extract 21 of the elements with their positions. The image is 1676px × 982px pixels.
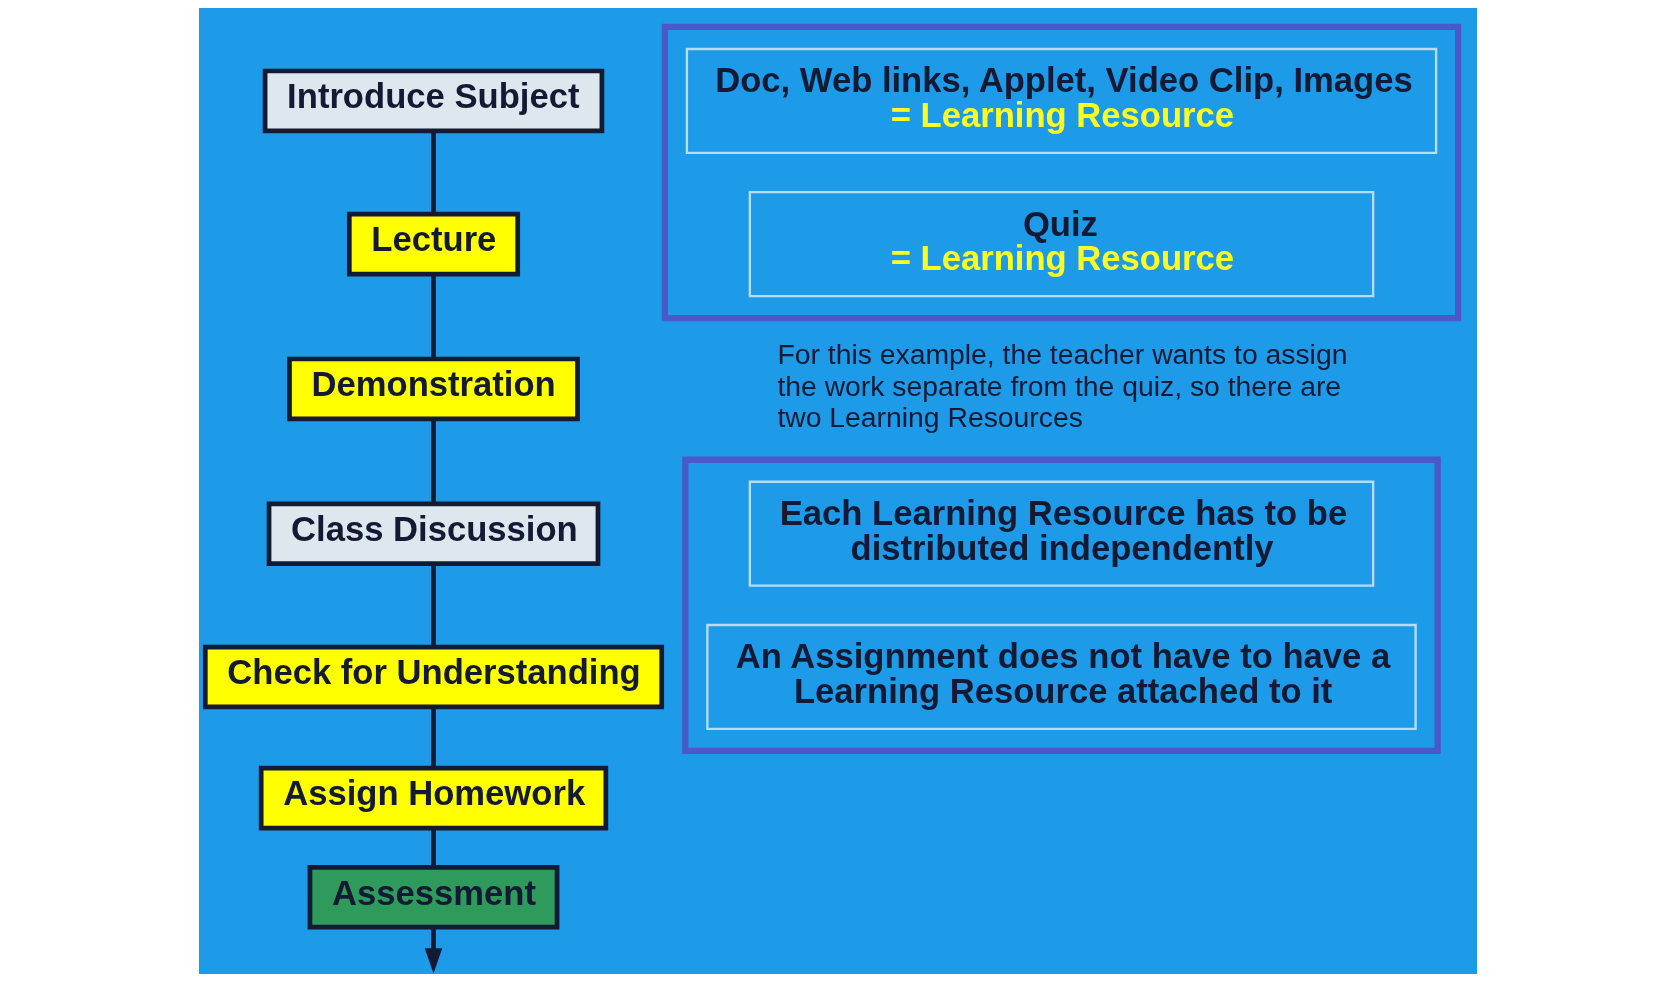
arrow — [424, 927, 443, 974]
node-box: Quiz = Learning Resource — [748, 191, 1375, 298]
connector — [431, 828, 436, 867]
node-box: Assign Homework — [258, 765, 609, 831]
connector — [431, 274, 436, 359]
node-box: Check for Understanding — [202, 644, 665, 710]
cluster — [661, 23, 1462, 322]
node-box: An Assignment does not have to have a Learning Resource attached to it — [706, 623, 1417, 731]
node-box: Each Learning Resource has to be distributed independently — [748, 480, 1375, 587]
node-box: Demonstration — [287, 356, 580, 422]
node-box: Introduce Subject — [262, 68, 605, 134]
connector — [431, 563, 436, 647]
connector — [431, 419, 436, 504]
node-box: Doc, Web links, Applet, Video Clip, Images = Learning Resource — [685, 47, 1438, 154]
connector — [431, 130, 436, 214]
cluster — [682, 456, 1441, 755]
connector — [431, 707, 436, 768]
node-box: Class Discussion — [266, 501, 601, 566]
node-box: Lecture — [346, 211, 521, 277]
label: For this example, the teacher wants to assign the work separate from the quiz, so there are two Learning Resources — [777, 338, 1348, 434]
node-box: Assessment — [307, 865, 560, 930]
